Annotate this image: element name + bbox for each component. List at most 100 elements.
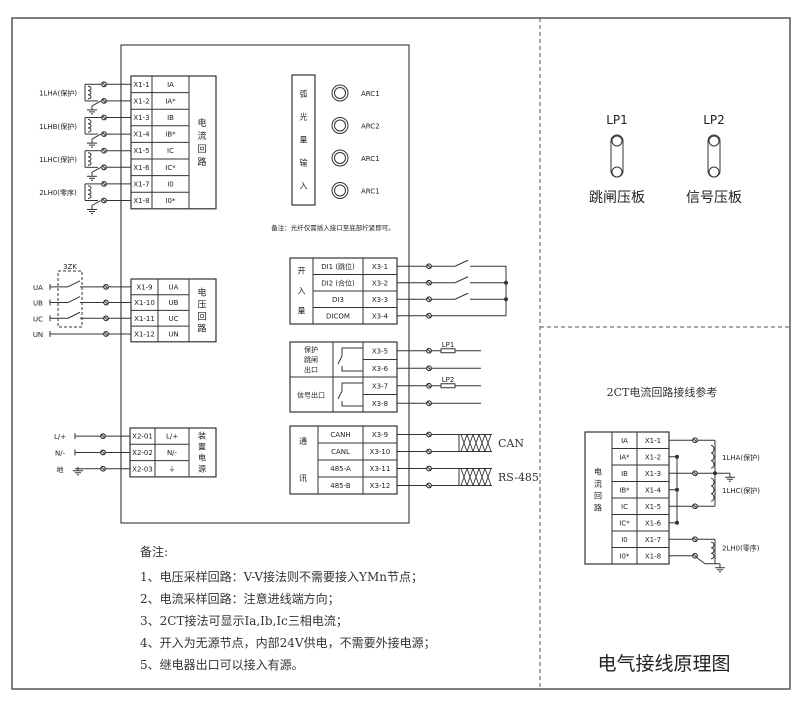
terminal-label: X1-3 — [133, 114, 149, 122]
terminal-label: X3-3 — [372, 296, 388, 304]
twisted-pair-icon — [460, 468, 492, 486]
signal-label: I0 — [167, 180, 174, 188]
terminal-label: X1-11 — [134, 315, 155, 323]
arc-port-label: ARC2 — [361, 123, 380, 131]
signal-label: UN — [168, 330, 178, 338]
trip-label: 保护 — [304, 345, 318, 354]
terminal-label: X3-5 — [372, 347, 388, 355]
ct-label: 1LHC(保护) — [39, 155, 77, 164]
signal-output-label: 信号出口 — [297, 391, 325, 400]
plate-name: LP2 — [703, 113, 725, 127]
terminal-label: X1-8 — [133, 197, 149, 205]
signal-label: IB* — [619, 486, 630, 494]
group-label-char: 置 — [198, 443, 206, 452]
ct-label: 1LHB(保护) — [39, 122, 77, 131]
ct-label: 2LH0(零序) — [39, 188, 77, 197]
signal-label: IB — [621, 470, 628, 478]
di-contact-icon — [454, 292, 469, 300]
fiber-port-icon — [331, 149, 349, 167]
signal-label: CANH — [330, 431, 350, 439]
terminal-label: X3-2 — [372, 279, 388, 287]
di-contact-icon — [454, 276, 469, 284]
plate-label: LP2 — [442, 376, 455, 384]
ct-coil-icon — [87, 85, 92, 100]
terminal-slash — [103, 315, 109, 321]
terminal-slash — [101, 81, 107, 87]
plate-name: LP1 — [606, 113, 628, 127]
junction-dot — [675, 520, 679, 525]
terminal-label: X3-9 — [372, 431, 388, 439]
fiber-port-icon — [331, 182, 349, 199]
notes-heading: 备注: — [140, 544, 168, 559]
signal-label: UC — [168, 315, 178, 323]
ct-label: 1LHC(保护) — [722, 486, 760, 495]
terminal-label: X2-03 — [132, 465, 153, 473]
terminal-slash — [692, 437, 698, 443]
terminal-slash — [100, 450, 106, 455]
signal-label: DI2 (合位) — [321, 278, 355, 287]
breaker-label: 3ZK — [63, 263, 77, 271]
terminal-label: X1-1 — [645, 437, 661, 445]
ct-label: 1LHA(保护) — [39, 89, 77, 98]
ct-label: 1LHA(保护) — [722, 453, 760, 462]
wire — [696, 557, 706, 565]
terminal-slash — [692, 503, 698, 509]
input-label: UC — [33, 315, 43, 323]
plate-caption: 信号压板 — [686, 190, 742, 206]
terminal-slash — [692, 553, 698, 559]
terminal-label: X2-02 — [132, 449, 153, 457]
trip-label: 跳闸 — [304, 355, 318, 364]
signal-label: IC — [621, 503, 628, 511]
group-label-char: 路 — [197, 156, 206, 168]
terminal-slash — [426, 466, 432, 471]
ct-coil-icon — [710, 541, 715, 560]
wire — [91, 200, 102, 206]
group-label-char: 电 — [198, 453, 206, 463]
terminal-label: X3-7 — [372, 382, 388, 390]
breaker-dashed-box — [57, 270, 83, 328]
terminal-slash — [426, 263, 432, 269]
terminal-slash — [426, 365, 432, 371]
signal-label: IA — [621, 437, 628, 445]
bus-label: CAN — [498, 437, 524, 450]
pressure-plate-icon — [440, 383, 456, 389]
signal-label: IC — [167, 147, 174, 155]
terminal-slash — [692, 536, 698, 542]
group-label-char: 电 — [594, 466, 602, 476]
ct-coil-icon — [710, 477, 715, 502]
signal-label: IC* — [619, 519, 630, 527]
junction-dot — [504, 280, 508, 285]
relay-contact-icon — [337, 347, 363, 372]
signal-label: L/+ — [166, 433, 178, 441]
group-label-char: 源 — [198, 465, 206, 474]
junction-dot — [675, 454, 679, 459]
terminal-label: X3-4 — [372, 312, 389, 320]
group-label-char: 回 — [197, 144, 206, 155]
fiber-port-inner — [334, 119, 346, 132]
input-label: UN — [33, 331, 43, 339]
terminal-label: X2-01 — [132, 433, 153, 441]
terminal-label: X1-6 — [133, 164, 150, 172]
group-label-char: 入 — [300, 182, 308, 191]
terminal-label: X1-7 — [645, 536, 661, 544]
signal-label: DI3 — [332, 296, 344, 304]
terminal-label: X3-10 — [370, 448, 391, 456]
trip-label: 出口 — [304, 365, 318, 374]
arc-port-label: ARC1 — [361, 188, 380, 196]
wire — [91, 166, 102, 173]
terminal-slash — [101, 115, 107, 120]
junction-dot — [675, 487, 679, 492]
signal-label: UA — [169, 283, 179, 291]
note-item: 4、开入为无源节点，内部24V供电，不需要外接电源； — [140, 635, 436, 650]
terminal-label: X1-4 — [645, 486, 662, 494]
note-item: 5、继电器出口可以接入有源。 — [140, 657, 304, 672]
terminal-slash — [426, 400, 432, 406]
terminal-slash — [101, 98, 107, 104]
